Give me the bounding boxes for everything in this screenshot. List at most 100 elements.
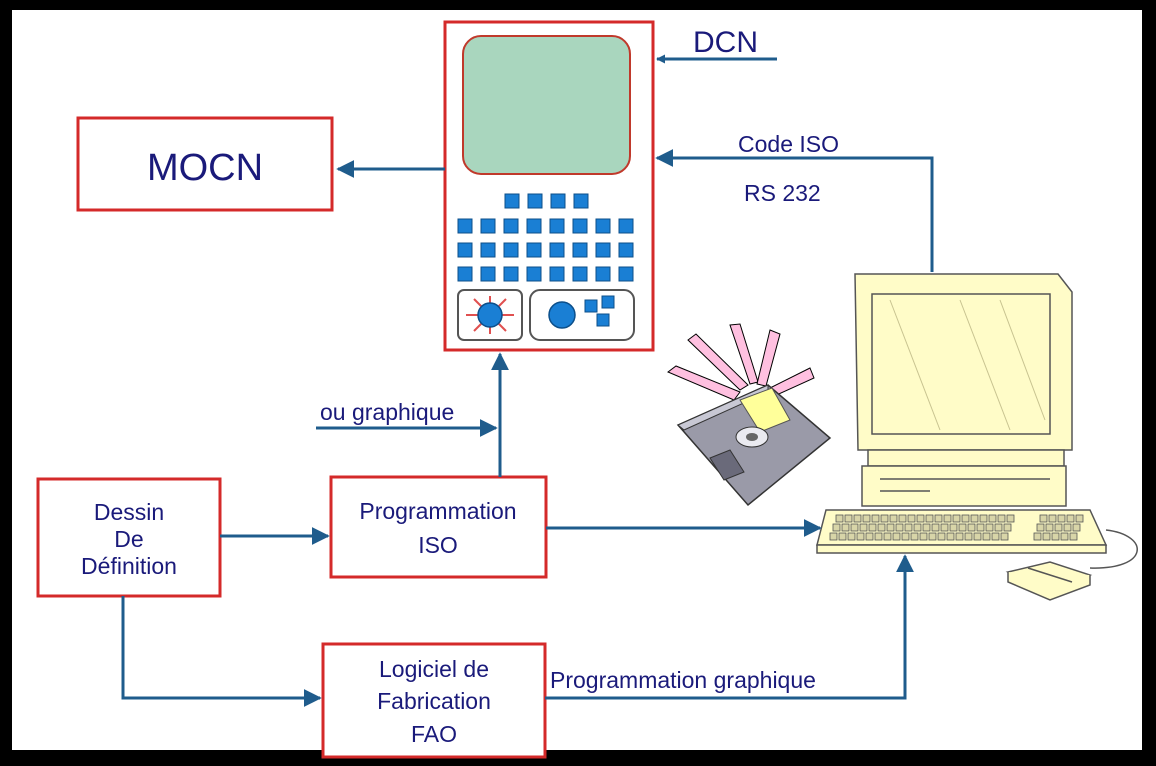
cnc-controller-icon [443, 20, 655, 352]
dcn-label: DCN [693, 26, 758, 59]
logiciel-fao-box: Logiciel de Fabrication FAO [321, 642, 547, 759]
code-iso-label: Code ISO [738, 131, 839, 157]
keyboard-key [940, 523, 949, 532]
controller-key [549, 266, 565, 282]
controller-key [595, 218, 611, 234]
dessin-definition-box: Dessin De Définition [36, 477, 222, 598]
arrow-code-iso [655, 149, 934, 272]
keyboard-key [1066, 514, 1075, 523]
mocn-label: MOCN [147, 147, 263, 189]
dessin-label-line1: Dessin [94, 499, 164, 525]
keyboard-key [919, 532, 928, 541]
keyboard-key [964, 532, 973, 541]
controller-key [526, 266, 542, 282]
keyboard-key [1006, 514, 1015, 523]
keyboard-key [847, 532, 856, 541]
keyboard-key [1045, 523, 1054, 532]
logiciel-line3: FAO [411, 721, 457, 747]
keyboard-key [871, 514, 880, 523]
keyboard-key [937, 532, 946, 541]
keyboard-key [850, 523, 859, 532]
keyboard-key [928, 532, 937, 541]
keyboard-key [892, 532, 901, 541]
arrow-dessin-to-logiciel [121, 596, 322, 707]
programmation-iso-line1: Programmation [359, 498, 516, 524]
controller-key [457, 218, 473, 234]
keyboard-key [985, 523, 994, 532]
keyboard-key [1069, 532, 1078, 541]
keyboard-key [949, 523, 958, 532]
keyboard-key [925, 514, 934, 523]
controller-key [618, 218, 634, 234]
keyboard-key [1048, 514, 1057, 523]
keyboard-key [1036, 523, 1045, 532]
keyboard-key [898, 514, 907, 523]
ou-graphique-label: ou graphique [320, 399, 454, 425]
keyboard-key [991, 532, 1000, 541]
keyboard-key [901, 532, 910, 541]
keyboard-key [1000, 532, 1009, 541]
keyboard-key [1054, 523, 1063, 532]
keyboard-key [982, 532, 991, 541]
keyboard-key [1060, 532, 1069, 541]
keyboard-key [865, 532, 874, 541]
controller-key [480, 266, 496, 282]
logiciel-line2: Fabrication [377, 688, 491, 714]
keyboard-key [853, 514, 862, 523]
programmation-graphique-label: Programmation graphique [550, 667, 816, 693]
controller-key [572, 242, 588, 258]
controller-key [526, 218, 542, 234]
keyboard-key [910, 532, 919, 541]
dessin-label-line3: Définition [81, 553, 177, 579]
keyboard-key [904, 523, 913, 532]
controller-key [618, 242, 634, 258]
keyboard-key [955, 532, 964, 541]
programmation-iso-box: Programmation ISO [329, 475, 548, 579]
controller-key [457, 266, 473, 282]
keyboard-key [1072, 523, 1081, 532]
keyboard-key [997, 514, 1006, 523]
arrow-logiciel-to-computer [545, 554, 914, 700]
keyboard-key [952, 514, 961, 523]
dessin-label-line2: De [114, 526, 143, 552]
keyboard-key [976, 523, 985, 532]
keyboard-key [895, 523, 904, 532]
controller-key [504, 193, 520, 209]
keyboard-key [835, 514, 844, 523]
controller-key [549, 242, 565, 258]
controller-key [457, 242, 473, 258]
logiciel-line1: Logiciel de [379, 656, 489, 682]
controller-key [572, 266, 588, 282]
controller-key [480, 242, 496, 258]
computer-workstation-icon [816, 273, 1138, 601]
keyboard-key [931, 523, 940, 532]
keyboard-key [844, 514, 853, 523]
keyboard-key [958, 523, 967, 532]
keyboard-key [856, 532, 865, 541]
keyboard-key [973, 532, 982, 541]
keyboard-key [862, 514, 871, 523]
keyboard-key [1075, 514, 1084, 523]
keyboard-key [829, 532, 838, 541]
controller-key [480, 218, 496, 234]
keyboard-key [946, 532, 955, 541]
controller-key [618, 266, 634, 282]
keyboard-key [916, 514, 925, 523]
keyboard-key [967, 523, 976, 532]
keyboard-key [886, 523, 895, 532]
keyboard-key [970, 514, 979, 523]
programmation-iso-line2: ISO [418, 532, 458, 558]
keyboard-key [1003, 523, 1012, 532]
keyboard-key [889, 514, 898, 523]
keyboard-key [1042, 532, 1051, 541]
keyboard-key [922, 523, 931, 532]
keyboard-key [994, 523, 1003, 532]
keyboard-key [1057, 514, 1066, 523]
keyboard-key [913, 523, 922, 532]
keyboard-key [841, 523, 850, 532]
keyboard-key [859, 523, 868, 532]
keyboard-key [838, 532, 847, 541]
floppy-disk-icon [667, 323, 832, 507]
controller-key [550, 193, 566, 209]
